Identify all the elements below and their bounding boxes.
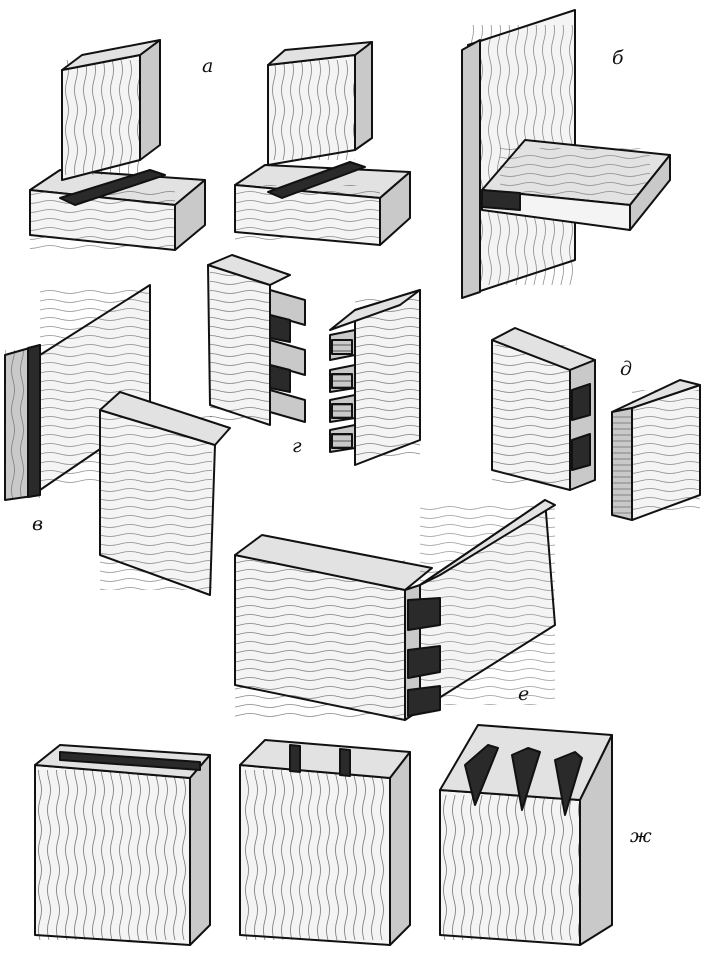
joint-d-right [611,379,701,521]
label-v: в [32,513,43,535]
label-a: а [202,55,213,77]
label-d: д [620,358,632,380]
joint-b [461,9,671,299]
label-zh: ж [630,825,652,847]
joint-zh-2 [239,739,411,946]
joint-g-left [207,254,306,426]
label-g: г [292,435,302,457]
label-b: б [612,47,624,69]
joint-zh-1 [34,744,211,946]
joint-g-right [329,289,421,466]
joint-e [234,499,556,721]
joint-v [4,284,231,596]
joint-zh-3 [439,724,613,946]
joint-a-left [29,39,206,251]
joint-d-left [491,327,596,491]
label-e: е [518,683,529,705]
joint-a-right [234,41,411,246]
